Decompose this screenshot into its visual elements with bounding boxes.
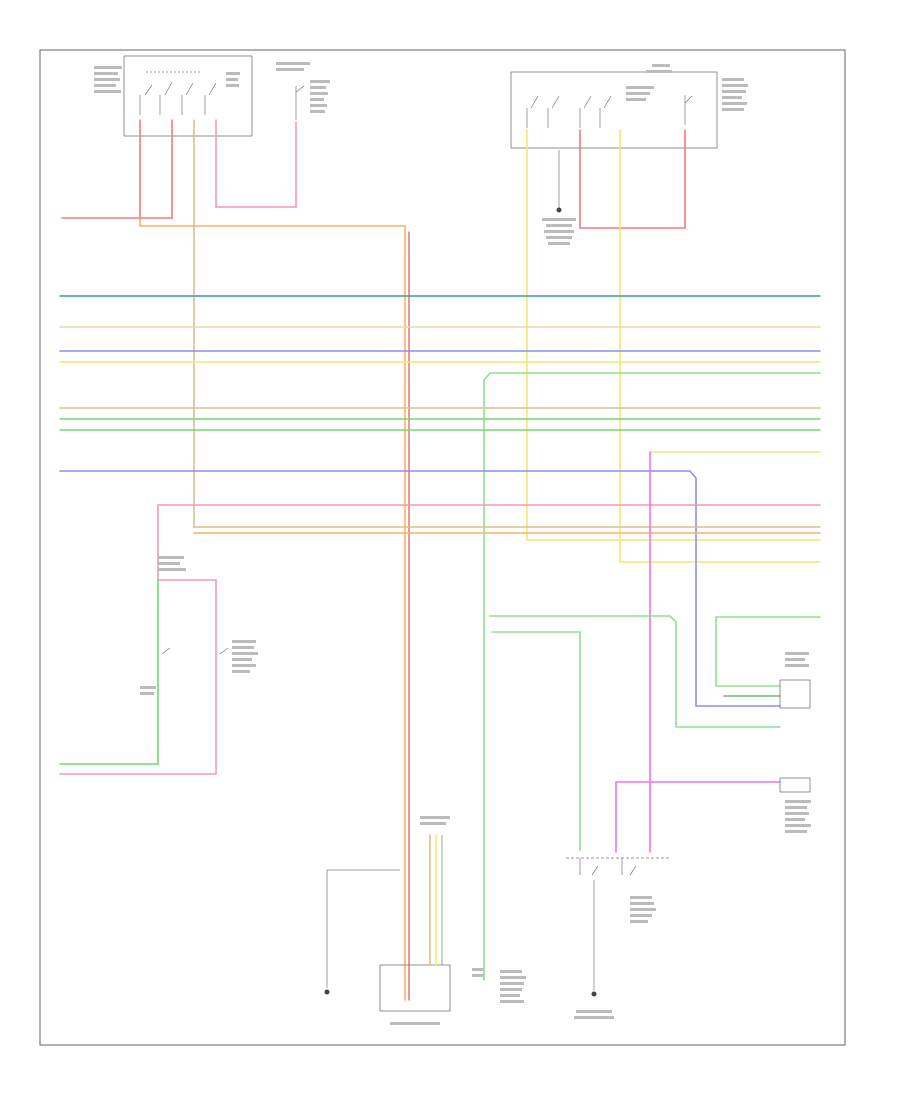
wire-green-bus-1 [483,372,821,981]
brake-switch [566,857,670,990]
wire-green-right-2 [489,615,781,728]
relay-box-left [123,55,253,137]
wire-red-left-b [139,119,173,219]
switch-left-middle [140,556,258,695]
ground-fuel-pump [324,989,330,995]
wire-magenta-b [615,781,781,853]
wire-red-left-a [61,119,141,219]
diagram-frame [39,49,846,1046]
fuel-pump-module-box [379,964,451,1012]
wire-green-right-1 [715,616,821,687]
wire-pink-left-switch [59,504,217,775]
fuel-pump-module-label [390,1022,440,1025]
relay-box-right-label [626,64,748,111]
brake-switch-label [574,896,656,1019]
relay-box-right [510,71,718,149]
relay-box-left-label [94,66,240,93]
wire-blue-bus-2 [59,470,781,707]
wire-red-right-a [579,129,686,229]
wire-green-left-switch [59,579,159,765]
ground-brake-switch [591,991,597,997]
wire-orange-feed [139,217,406,1001]
wire-gray-pump-ground [326,869,400,988]
right-side-connectors [779,652,811,833]
relay-switches-left [139,71,217,115]
wire-pink-switch [215,119,297,208]
junction-block-connector [276,62,330,120]
wire-green-right-3 [491,631,581,851]
sensor-connector-bottom [472,968,526,1003]
wire-yellow-right-b [619,129,821,563]
fuel-level-sensor-label [420,816,450,825]
ground-g100 [542,150,576,245]
wire-yellow-right-a [526,129,821,541]
relay-switches-right [526,95,693,128]
